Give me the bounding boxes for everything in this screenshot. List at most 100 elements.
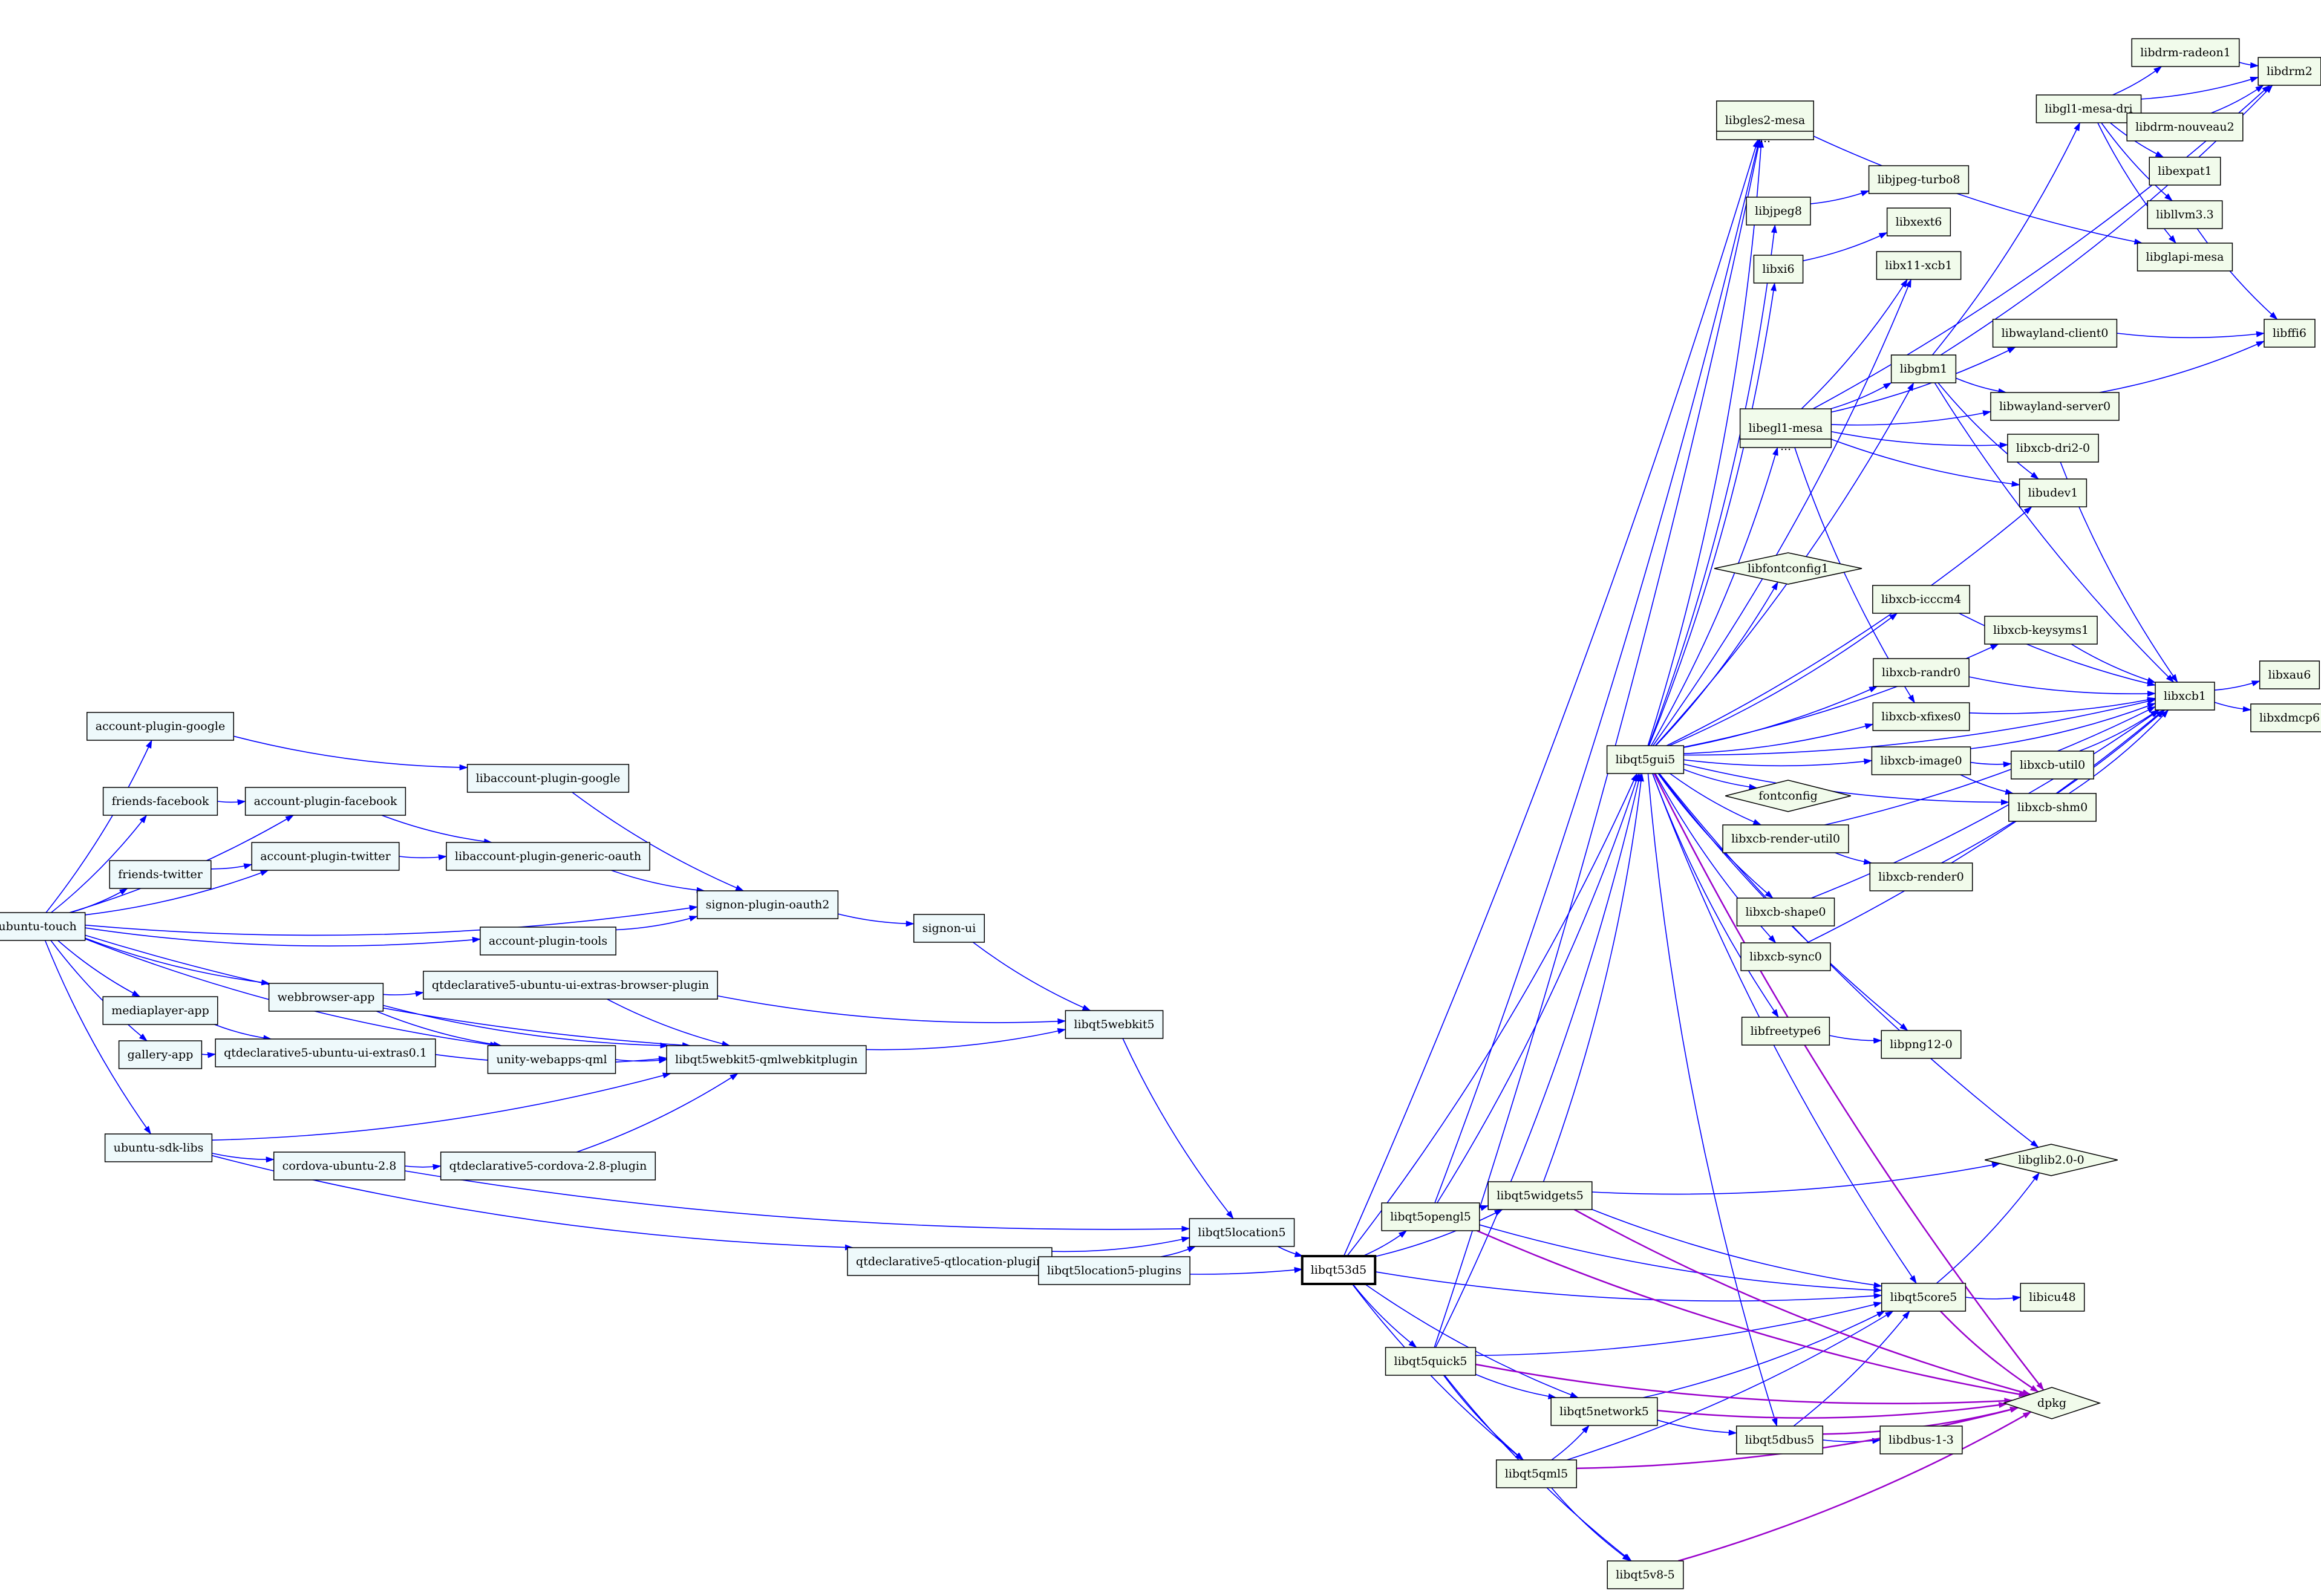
node-shape (440, 1151, 656, 1181)
node-shape (1550, 1397, 1658, 1426)
node-shape (1741, 1017, 1830, 1046)
node-libdrm-nouveau2: libdrm-nouveau2 (2126, 112, 2244, 142)
node-label: libegl1-mesa (1749, 422, 1823, 435)
node-libqt5network5: libqt5network5 (1550, 1397, 1658, 1426)
node-friends-twitter: friends-twitter (109, 860, 212, 889)
node-label: libxcb-shm0 (2017, 801, 2088, 814)
edge-libqt5gui5-to-libxcb-image0 (1683, 758, 1873, 767)
node-shape (2149, 157, 2221, 186)
edge-libegl1-mesa-to-libx11-xcb1 (1801, 279, 1908, 409)
edge-libqt53d5-to-libqt5core5 (1375, 1271, 1882, 1301)
node-shape (2259, 660, 2320, 689)
node-label: libqt5location5-plugins (1047, 1264, 1181, 1277)
node-label: libdbus-1-3 (1888, 1433, 1954, 1447)
edge-libqt5v8-5-to-dpkg (1678, 1411, 2032, 1562)
node-shape (487, 1045, 616, 1074)
node-shape (2126, 112, 2244, 142)
node-label: libffi6 (2273, 327, 2306, 340)
node-shape (1871, 746, 1971, 775)
node-label: friends-facebook (112, 795, 209, 808)
node-label: gallery-app (128, 1048, 194, 1061)
node-shape (1385, 1347, 1477, 1376)
node-libxcb-util0: libxcb-util0 (2011, 751, 2094, 780)
node-gallery-app: gallery-app (118, 1040, 203, 1069)
node-label: libaccount-plugin-generic-oauth (455, 850, 641, 863)
node-libqt53d5: libqt53d5 (1301, 1255, 1377, 1285)
edge-libqt5gui5-to-dpkg (1653, 773, 2045, 1391)
node-libpng12-0: libpng12-0 (1881, 1030, 1962, 1059)
edge-libqt5network5-to-dpkg (1657, 1402, 2008, 1419)
node-label: libglapi-mesa (2146, 250, 2224, 264)
node-libjpeg-turbo8: libjpeg-turbo8 (1868, 165, 1970, 194)
edge-account-plugin-tools-to-signon-plugin-oauth2 (616, 916, 698, 931)
node-label: libaccount-plugin-google (476, 772, 621, 785)
edge-libqt5network5-to-libqt5core5 (1643, 1311, 1885, 1398)
node-label: libpng12-0 (1890, 1038, 1953, 1051)
edge-libfreetype6-to-libpng12-0 (1829, 1035, 1882, 1044)
node-libegl1-mesa: ...libegl1-mesa (1739, 408, 1832, 453)
node-label: libglib2.0-0 (2018, 1153, 2084, 1167)
node-libqt5location5: libqt5location5 (1189, 1218, 1295, 1247)
edge-libqt5webkit5-qmlwebkitplugin-to-libqt5webkit5 (866, 1028, 1066, 1050)
edge-libqt5location5-plugins-to-libqt5location5 (1160, 1246, 1196, 1257)
edge-libqt53d5-to-libqt5widgets5 (1375, 1209, 1503, 1257)
edge-ubuntu-touch-to-signon-plugin-oauth2 (85, 905, 698, 936)
node-friends-facebook: friends-facebook (102, 787, 218, 816)
edge-libqt5gui5-to-fontconfig (1683, 769, 1758, 790)
edge-webbrowser-app-to-qtdeclarative5-ubuntu-ui-extras-browser-plugin (383, 991, 424, 997)
node-libqt5v8-5: libqt5v8-5 (1607, 1560, 1684, 1589)
edge-libxcb-shm0-to-libxcb1 (2068, 709, 2169, 794)
edge-libxcb1-to-libxau6 (2214, 680, 2261, 691)
node-libqt5webkit5: libqt5webkit5 (1065, 1010, 1164, 1039)
edge-qtdeclarative5-qtlocation-plugin-to-libqt5location5 (1051, 1236, 1190, 1252)
node-shape (1722, 824, 1849, 853)
node-shape (1746, 197, 1811, 226)
node-shape (1607, 1560, 1684, 1589)
node-shape (2035, 94, 2142, 123)
edge-libqt5widgets5-to-libqt5gui5 (1542, 773, 1644, 1182)
node-libdbus-1-3: libdbus-1-3 (1879, 1425, 1963, 1454)
node-dpkg: dpkg (2002, 1387, 2101, 1419)
node-shape (1735, 1425, 1824, 1454)
node-unity-webapps-qml: unity-webapps-qml (487, 1045, 616, 1074)
node-shape (446, 842, 650, 871)
node-shape (1301, 1255, 1377, 1285)
edge-friends-twitter-to-account-plugin-twitter (211, 863, 253, 870)
node-label: ubuntu-sdk-libs (114, 1141, 204, 1155)
node-label: libxcb-randr0 (1882, 666, 1960, 679)
node-shape (1753, 255, 1804, 284)
node-account-plugin-tools: account-plugin-tools (480, 927, 616, 956)
edge-ubuntu-sdk-libs-to-libqt5webkit5-qmlwebkitplugin (212, 1072, 671, 1141)
node-label: libllvm3.3 (2156, 208, 2213, 221)
node-libxext6: libxext6 (1886, 207, 1951, 236)
node-libxcb-icccm4: libxcb-icccm4 (1872, 585, 1970, 614)
edge-ubuntu-touch-to-gallery-app (50, 940, 148, 1041)
edge-libegl1-mesa-to-libxcb-dri2-0 (1831, 431, 2008, 448)
node-libaccount-plugin-google: libaccount-plugin-google (466, 764, 630, 793)
node-libxcb-randr0: libxcb-randr0 (1873, 658, 1970, 687)
node-label: libx11-xcb1 (1885, 259, 1952, 272)
node-shape (1881, 1283, 1967, 1312)
node-libqt5qml5: libqt5qml5 (1495, 1459, 1578, 1488)
node-label: libdrm-radeon1 (2140, 46, 2231, 59)
edge-ubuntu-sdk-libs-to-cordova-ubuntu-2-8 (212, 1153, 275, 1163)
edge-libqt5quick5-to-libqt5core5 (1475, 1301, 1882, 1357)
node-libxcb-shm0: libxcb-shm0 (2008, 793, 2097, 822)
node-signon-plugin-oauth2: signon-plugin-oauth2 (696, 890, 839, 919)
edge-libegl1-mesa-to-libwayland-server0 (1831, 410, 1991, 426)
edge-libaccount-plugin-generic-oauth-to-signon-plugin-oauth2 (611, 870, 705, 893)
node-shape (696, 890, 839, 919)
node-libaccount-plugin-generic-oauth: libaccount-plugin-generic-oauth (446, 842, 650, 871)
edge-ubuntu-touch-to-webbrowser-app (85, 937, 270, 986)
node-shape (913, 914, 985, 943)
node-shape (1984, 616, 2098, 645)
node-libxcb-sync0: libxcb-sync0 (1740, 942, 1831, 971)
node-label: libqt5location5 (1198, 1226, 1285, 1239)
node-libdrm2: libdrm2 (2257, 57, 2321, 86)
node-label: libxext6 (1896, 215, 1942, 229)
node-label: libqt5opengl5 (1390, 1210, 1471, 1223)
node-cordova-ubuntu-2-8: cordova-ubuntu-2.8 (273, 1151, 406, 1181)
node-label: libxcb-dri2-0 (2016, 441, 2090, 455)
node-label: libxdmcp6 (2259, 711, 2320, 725)
node-shape (104, 1133, 213, 1162)
